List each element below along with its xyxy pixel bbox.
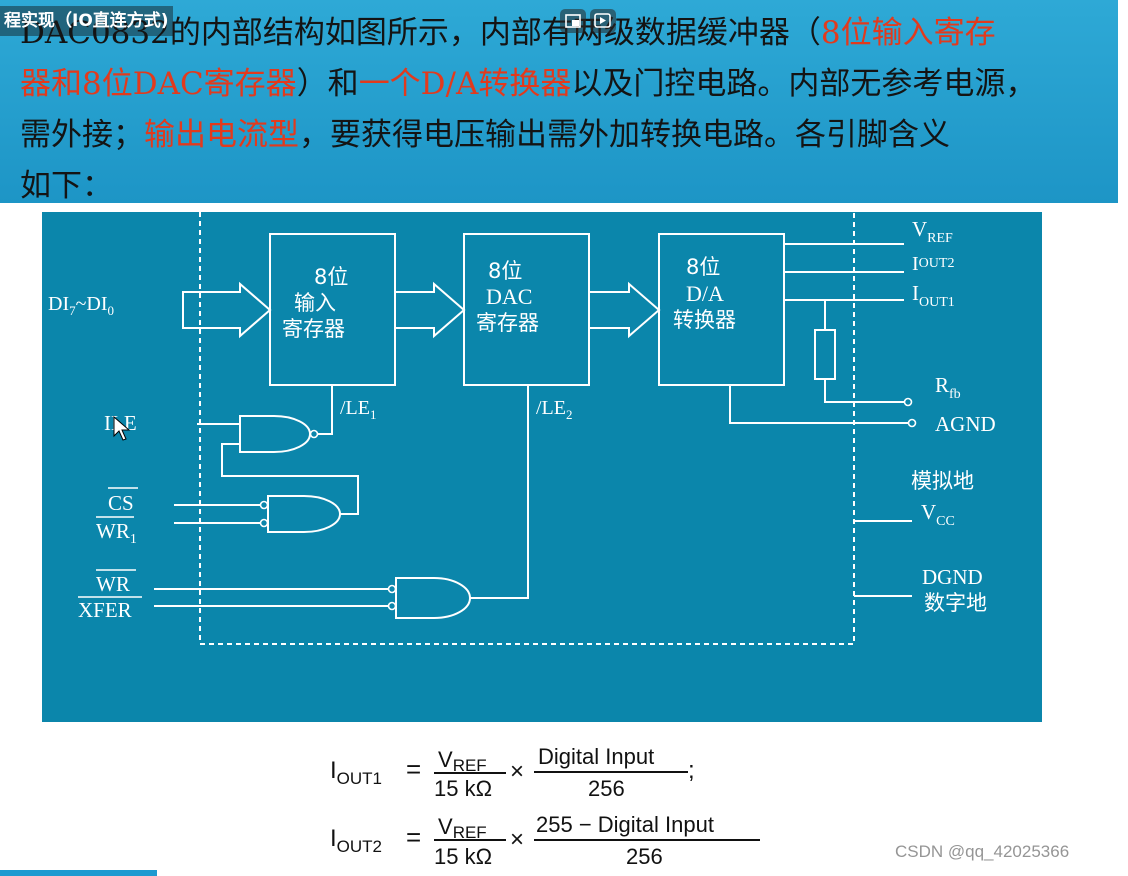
agnd-pin bbox=[907, 418, 917, 428]
f1-div: 256 bbox=[588, 776, 625, 801]
f1-vref: VREF bbox=[438, 747, 487, 775]
f1-num: Digital Input bbox=[538, 744, 654, 769]
f2-lhs: IOUT2 bbox=[330, 825, 382, 856]
wr1-label: WR1 bbox=[96, 519, 137, 547]
dac-register-label-2: DAC bbox=[486, 284, 532, 309]
chip-boundary bbox=[199, 212, 855, 645]
video-title-overlay: 程实现（IO直连方式) bbox=[0, 6, 173, 36]
data-input-label: DI7~DI0 bbox=[48, 293, 114, 318]
le1-gate-inverter bbox=[309, 429, 319, 439]
le1-wire bbox=[318, 385, 333, 435]
csdn-watermark: CSDN @qq_42025366 bbox=[895, 842, 1070, 861]
iout1-label: IOUT1 bbox=[912, 281, 955, 310]
iout2-label: IOUT2 bbox=[912, 253, 954, 275]
para-line1-highlight: 8位输入寄存 bbox=[820, 15, 996, 51]
da-converter-label-1: 8位 bbox=[686, 255, 720, 279]
input-register-label-1: 8位 bbox=[314, 265, 348, 289]
input-to-dac-arrow bbox=[394, 281, 466, 339]
dac0832-block-diagram: 8位 输入 寄存器 8位 DAC 寄存器 8位 D/A 转换器 DI7~DI0 … bbox=[42, 212, 1042, 722]
rfb-pin bbox=[903, 397, 913, 407]
dac-register-label-1: 8位 bbox=[488, 259, 522, 283]
f1-times: × bbox=[510, 758, 524, 785]
input-register-label-3: 寄存器 bbox=[282, 317, 345, 341]
dac-register-label-3: 寄存器 bbox=[476, 311, 539, 335]
f2-times: × bbox=[510, 826, 524, 853]
f2-num: 255 − Digital Input bbox=[536, 812, 714, 837]
diagram-background bbox=[42, 212, 1042, 722]
text-banner: DAC0832的内部结构如图所示，内部有两级数据缓冲器（8位输入寄存 器和8位D… bbox=[0, 0, 1118, 204]
vref-label: VREF bbox=[912, 217, 953, 246]
formula-iout1: IOUT1 = VREF 15 kΩ × Digital Input 256 ; bbox=[330, 744, 695, 801]
and-gate-le2 bbox=[395, 577, 471, 619]
para-line3-text-a: 需外接； bbox=[20, 117, 144, 153]
dgnd-label: DGND bbox=[922, 565, 983, 589]
rfb-wire bbox=[824, 379, 904, 403]
f1-equals: = bbox=[406, 754, 421, 784]
wr1-inverter bbox=[259, 518, 269, 528]
f2-den: 15 kΩ bbox=[434, 844, 492, 868]
rfb-label: Rfb bbox=[935, 373, 961, 402]
pip-icon-graphic bbox=[565, 14, 581, 28]
para-line3-highlight: 输出电流型 bbox=[144, 117, 299, 153]
xfer-label: XFER bbox=[78, 598, 132, 622]
agnd-wire bbox=[729, 385, 908, 424]
f1-den: 15 kΩ bbox=[434, 776, 492, 801]
para-line2-text-c: 以及门控电路。内部无参考电源， bbox=[571, 66, 1037, 102]
analog-ground-label: 模拟地 bbox=[911, 469, 974, 493]
description-paragraph: DAC0832的内部结构如图所示，内部有两级数据缓冲器（8位输入寄存 器和8位D… bbox=[20, 8, 1115, 212]
video-assist-icon-graphic bbox=[594, 13, 611, 28]
f2-equals: = bbox=[406, 822, 421, 852]
para-line3-text-b: ，要获得电压输出需外加转换电路。各引脚含义 bbox=[299, 117, 950, 153]
vcc-label: VCC bbox=[921, 500, 955, 529]
xfer-inverter bbox=[387, 601, 397, 611]
f1-lhs: IOUT1 bbox=[330, 757, 382, 788]
wr2-label: WR bbox=[96, 572, 130, 596]
para-line2-highlight-2: 一个D/A转换器 bbox=[358, 66, 572, 102]
cs-label: CS bbox=[108, 491, 134, 515]
para-line4-text: 如下： bbox=[20, 168, 113, 204]
para-line2-highlight: 器和8位DAC寄存器 bbox=[20, 66, 297, 102]
le2-wire bbox=[470, 385, 529, 599]
picture-in-picture-icon[interactable] bbox=[560, 9, 586, 33]
le1-label: /LE1 bbox=[340, 397, 377, 422]
para-line1-text: DAC0832的内部结构如图所示，内部有两级数据缓冲器（ bbox=[20, 15, 821, 51]
cs-inverter bbox=[259, 500, 269, 510]
wr2-inverter bbox=[387, 584, 397, 594]
output-current-formulas: IOUT1 = VREF 15 kΩ × Digital Input 256 ;… bbox=[330, 744, 760, 868]
mouse-cursor-icon bbox=[113, 415, 131, 441]
dac-to-converter-arrow bbox=[588, 281, 661, 339]
progress-strip bbox=[0, 870, 157, 876]
video-assist-icon[interactable] bbox=[590, 9, 616, 33]
da-converter-label-2: D/A bbox=[686, 281, 724, 306]
formula-iout2: IOUT2 = VREF 15 kΩ × 255 − Digital Input… bbox=[330, 812, 760, 868]
data-input-arrow bbox=[182, 281, 272, 339]
para-line2-text-b: ）和 bbox=[296, 66, 359, 102]
digital-ground-label: 数字地 bbox=[924, 591, 987, 615]
le2-label: /LE2 bbox=[536, 397, 573, 422]
f1-semicolon: ; bbox=[688, 757, 695, 784]
f2-vref: VREF bbox=[438, 814, 487, 842]
input-register-label-2: 输入 bbox=[294, 291, 336, 315]
da-converter-label-3: 转换器 bbox=[673, 308, 736, 332]
f2-div: 256 bbox=[626, 844, 663, 868]
agnd-label: AGND bbox=[935, 412, 996, 436]
and-gate-cs-wr1 bbox=[267, 495, 341, 533]
